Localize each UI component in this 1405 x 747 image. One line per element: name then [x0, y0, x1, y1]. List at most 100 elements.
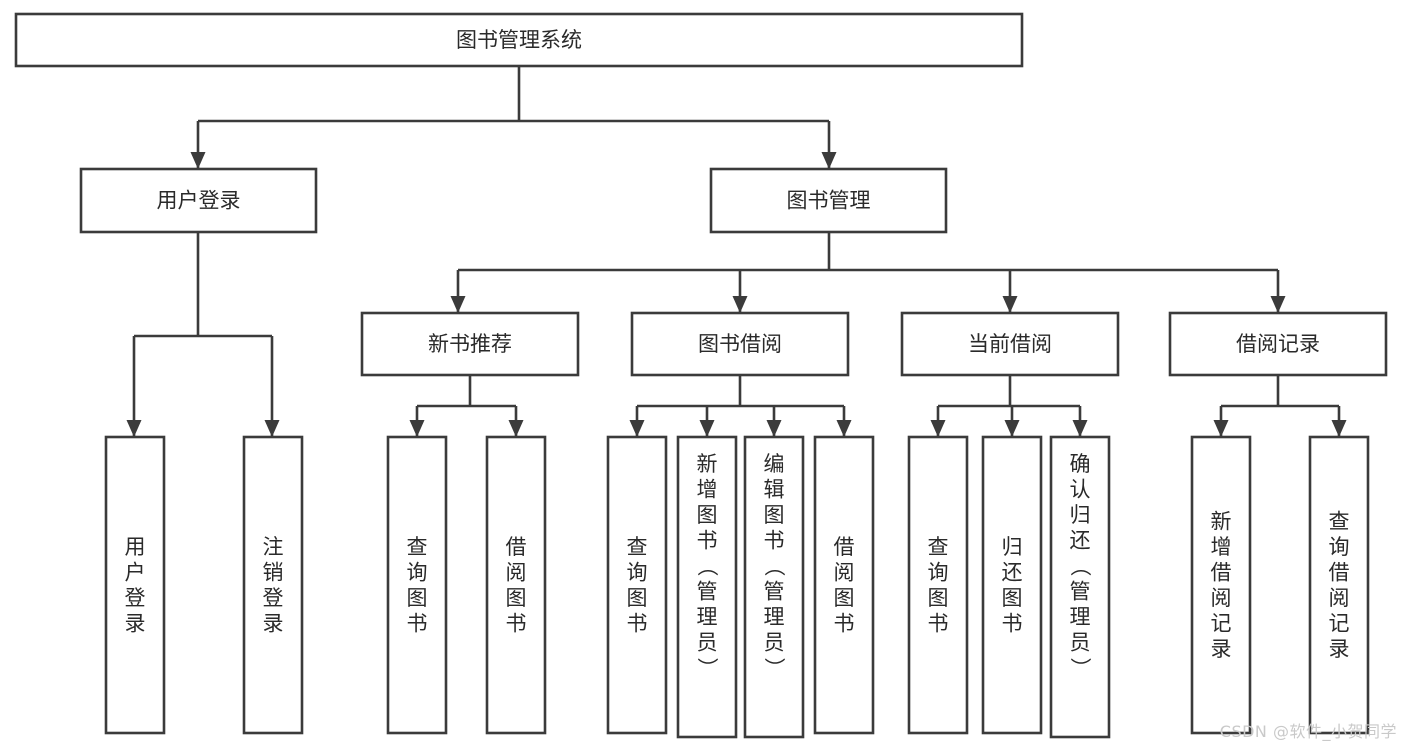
node-label-char: 查 [627, 535, 648, 559]
node-box-return-book[interactable] [981, 435, 1043, 735]
node-label-char: 借 [1329, 560, 1350, 584]
node-label-book-manage: 图书管理 [787, 189, 871, 213]
node-label-char: 增 [1211, 535, 1232, 559]
node-box-book-manage[interactable] [709, 167, 948, 234]
node-label-char: 还 [1070, 528, 1091, 552]
node-label-char: 查 [928, 535, 949, 559]
node-user-login-leaf[interactable]: 用户登录 [104, 435, 166, 735]
node-label-char: ） [695, 657, 719, 678]
node-label-char: 注 [263, 535, 284, 559]
node-box-edit-book-admin[interactable] [743, 435, 805, 739]
node-label-borrow-record: 借阅记录 [1236, 332, 1320, 356]
connector-group-root-bar [190, 66, 837, 169]
arrow-head-icon [629, 420, 645, 437]
node-label-char: 录 [125, 611, 146, 635]
node-box-user-login[interactable] [79, 167, 318, 234]
arrow-head-icon [264, 420, 280, 437]
node-book-borrow[interactable]: 图书借阅 [630, 311, 850, 377]
node-label-char: 记 [1211, 611, 1232, 635]
node-label-char: 录 [1329, 637, 1350, 661]
node-label-char: 归 [1002, 535, 1023, 559]
connector-group-current-borrow-bar [930, 375, 1088, 437]
arrow-head-icon [1072, 420, 1088, 437]
node-label-char: 认 [1070, 477, 1091, 501]
node-label-char: 记 [1329, 611, 1350, 635]
node-label-char: 书 [627, 611, 648, 635]
arrow-head-icon [190, 152, 206, 169]
node-box-query-book-recommend[interactable] [386, 435, 448, 735]
node-box-borrow-book-recommend[interactable] [485, 435, 547, 735]
node-label-char: 编 [764, 452, 785, 476]
node-box-user-login-leaf[interactable] [104, 435, 166, 735]
node-label-char: 登 [125, 586, 146, 610]
node-label-char: 辑 [764, 477, 785, 501]
nodes-layer: 图书管理系统用户登录图书管理新书推荐图书借阅当前借阅借阅记录用户登录注销登录查询… [14, 12, 1388, 739]
node-label-char: 书 [764, 528, 785, 552]
node-label-char: 查 [407, 535, 428, 559]
node-user-login[interactable]: 用户登录 [79, 167, 318, 234]
node-label-char: 查 [1329, 509, 1350, 533]
node-label-char: 图 [928, 586, 949, 610]
node-label-char: 管 [764, 579, 785, 603]
arrow-head-icon [450, 296, 466, 313]
arrow-head-icon [699, 420, 715, 437]
node-borrow-record[interactable]: 借阅记录 [1168, 311, 1388, 377]
node-label-char: 用 [125, 535, 146, 559]
node-label-book-borrow: 图书借阅 [698, 332, 782, 356]
node-box-query-book-borrow[interactable] [606, 435, 668, 735]
node-label-char: 户 [125, 560, 146, 584]
connector-group-user-login-bar [126, 232, 280, 437]
node-label-char: （ [762, 555, 786, 576]
arrow-head-icon [1270, 296, 1286, 313]
node-label-char: 图 [834, 586, 855, 610]
connectors-layer [126, 66, 1347, 437]
node-label-char: 书 [834, 611, 855, 635]
node-box-query-borrow-record[interactable] [1308, 435, 1370, 735]
node-new-book-recommend[interactable]: 新书推荐 [360, 311, 580, 377]
node-box-current-borrow[interactable] [900, 311, 1120, 377]
node-label-char: 管 [697, 579, 718, 603]
node-label-char: 询 [1329, 535, 1350, 559]
node-label-char: 归 [1070, 503, 1091, 527]
node-box-borrow-book-action[interactable] [813, 435, 875, 735]
node-root[interactable]: 图书管理系统 [14, 12, 1024, 68]
node-label-char: 借 [1211, 560, 1232, 584]
node-box-root[interactable] [14, 12, 1024, 68]
node-label-char: 新 [697, 452, 718, 476]
node-book-manage[interactable]: 图书管理 [709, 167, 948, 234]
node-label-char: 理 [697, 605, 718, 629]
node-current-borrow[interactable]: 当前借阅 [900, 311, 1120, 377]
node-label-new-book-recommend: 新书推荐 [428, 332, 512, 356]
arrow-head-icon [766, 420, 782, 437]
node-box-book-borrow[interactable] [630, 311, 850, 377]
node-box-query-book-current[interactable] [907, 435, 969, 735]
node-label-user-login: 用户登录 [157, 189, 241, 213]
node-box-user-logout-leaf[interactable] [242, 435, 304, 735]
node-box-new-book-recommend[interactable] [360, 311, 580, 377]
node-label-char: 员 [764, 630, 785, 654]
node-label-char: 书 [506, 611, 527, 635]
node-label-char: 新 [1211, 509, 1232, 533]
node-box-borrow-record[interactable] [1168, 311, 1388, 377]
node-label-char: 录 [263, 611, 284, 635]
node-box-add-borrow-record[interactable] [1190, 435, 1252, 735]
node-label-char: 阅 [834, 560, 855, 584]
node-box-add-book-admin[interactable] [676, 435, 738, 739]
node-label-char: 阅 [1329, 586, 1350, 610]
node-label-root: 图书管理系统 [456, 28, 582, 52]
arrow-head-icon [821, 152, 837, 169]
node-box-confirm-return-admin[interactable] [1049, 435, 1111, 739]
